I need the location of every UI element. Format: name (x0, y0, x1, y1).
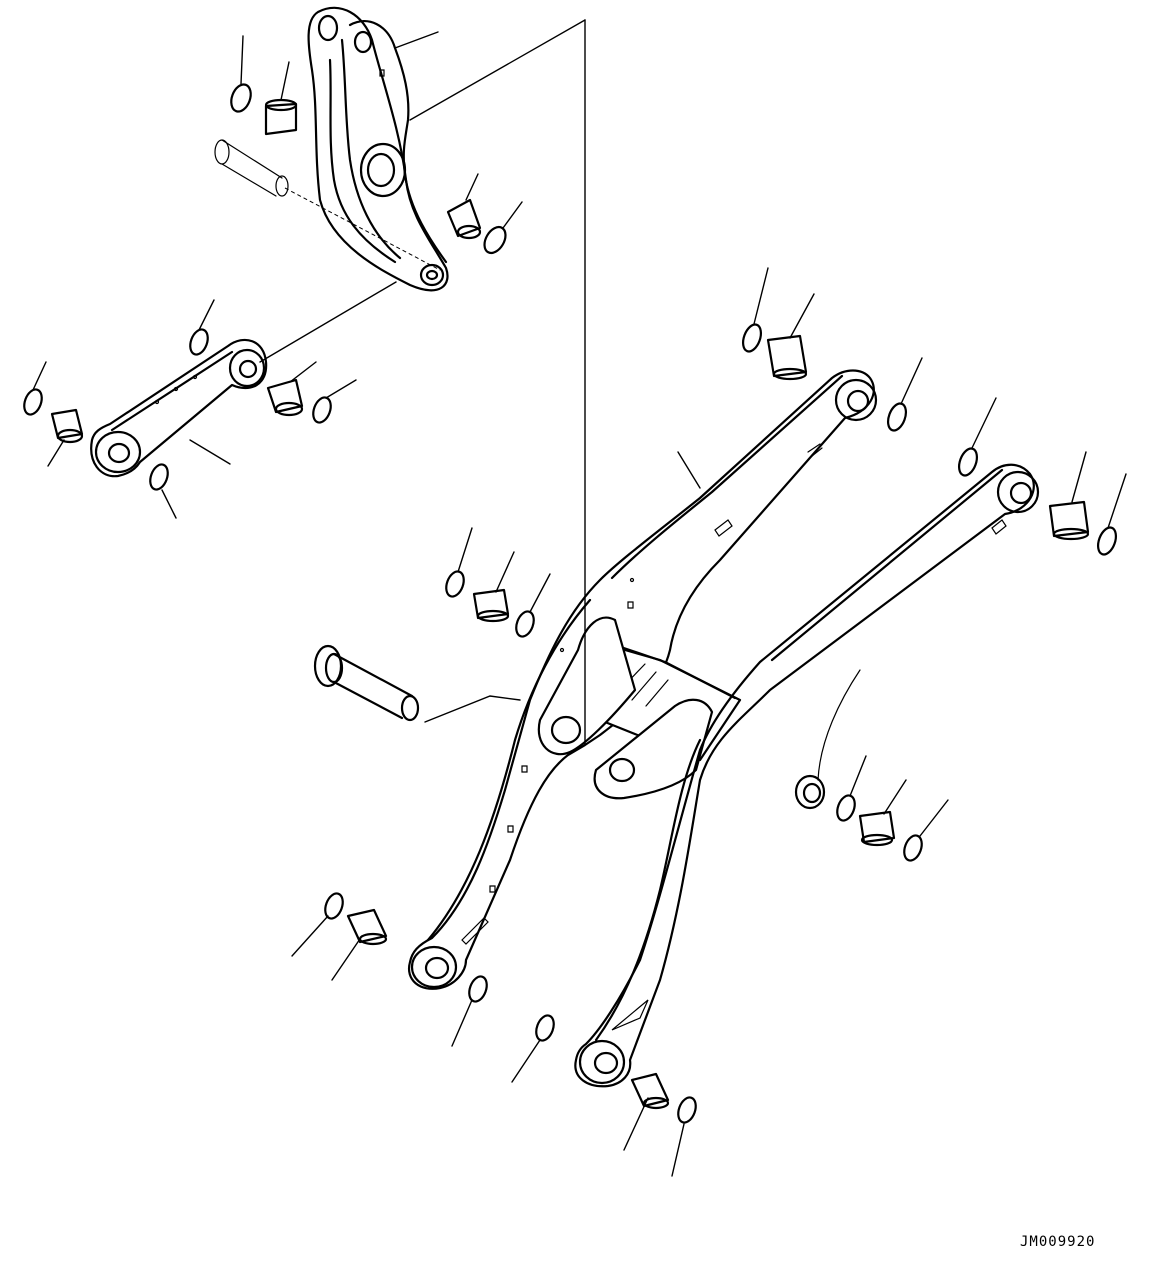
bushing-icon (860, 812, 894, 845)
link-leader-line (260, 282, 396, 362)
seal-ring-icon (310, 395, 334, 425)
boom-left-arm-icon (409, 371, 876, 989)
seal-ring-icon (187, 327, 211, 357)
pin-axis-line (285, 188, 440, 270)
link-arm-icon (91, 340, 266, 476)
seal-ring-icon (21, 387, 45, 417)
bushing-icon (632, 1074, 668, 1108)
bushing-icon (268, 380, 302, 415)
drawing-code-label: JM009920 (1020, 1234, 1096, 1250)
bushing-icon (348, 910, 386, 944)
leader-lines (33, 20, 1126, 1176)
seal-ring-icon (228, 82, 254, 114)
seal-ring-icon (147, 462, 171, 492)
pin-leader-line (425, 696, 520, 722)
bushing-icon (52, 410, 82, 442)
bellcrank-icon (309, 8, 448, 290)
seal-ring-icon (956, 446, 981, 478)
seal-ring-icon (466, 974, 490, 1004)
seal-ring-icon (513, 609, 537, 639)
seal-ring-icon (834, 793, 858, 823)
bushing-icon (1050, 502, 1088, 539)
pin-icon (215, 140, 288, 196)
bushing-icon (266, 100, 296, 134)
seal-ring-icon (322, 891, 346, 921)
seal-ring-icon (740, 322, 765, 354)
seal-ring-icon (901, 833, 925, 863)
seal-ring-icon (885, 401, 910, 433)
seal-ring-icon (675, 1095, 699, 1125)
pin-icon (315, 646, 418, 720)
bushing-icon (474, 590, 508, 621)
seal-ring-icon (1095, 525, 1120, 557)
boom-cross-tube-icon (539, 618, 740, 799)
seal-ring-icon (443, 569, 467, 599)
bushing-icon (768, 336, 806, 379)
bushing-icon (448, 200, 480, 238)
seal-ring-icon (480, 223, 510, 256)
boom-right-arm-icon (575, 465, 1038, 1087)
seal-ring-icon (533, 1013, 557, 1043)
